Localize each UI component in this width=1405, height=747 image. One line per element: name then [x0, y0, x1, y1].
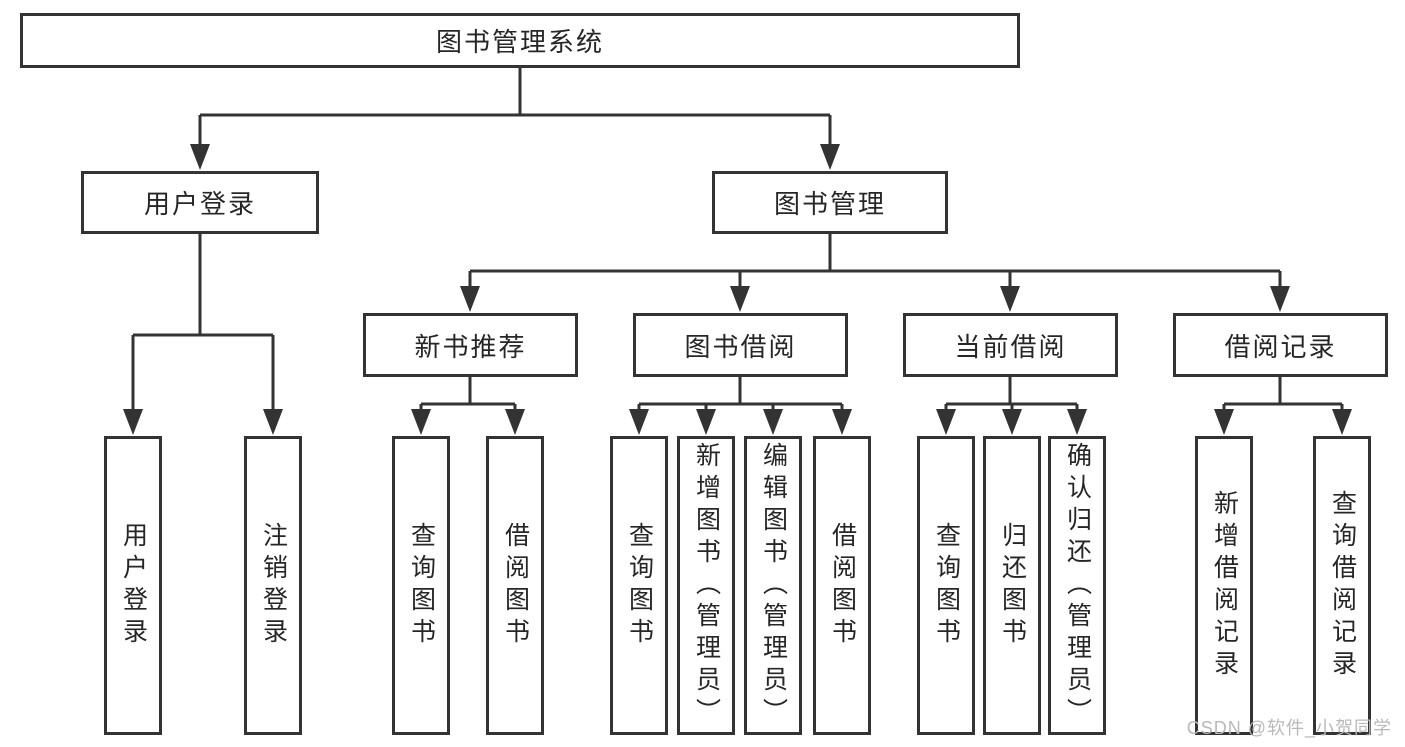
leaf-return-books: 归还图书: [983, 436, 1041, 735]
node-new-book-recommend: 新书推荐: [363, 313, 578, 377]
arrow-down-icon: [123, 409, 143, 435]
leaf-query-books-recommend: 查询图书: [392, 436, 450, 735]
leaf-label: 查询图书: [625, 521, 654, 650]
arrow-down-icon: [1067, 409, 1087, 435]
arrow-down-icon: [263, 409, 283, 435]
node-book-management: 图书管理: [712, 171, 948, 234]
leaf-logout: 注销登录: [244, 436, 302, 735]
leaf-confirm-return-admin: 确认归还（管理员）: [1048, 436, 1106, 735]
leaf-user-login: 用户登录: [104, 436, 162, 735]
leaf-query-borrow-record: 查询借阅记录: [1313, 436, 1371, 735]
arrow-down-icon: [730, 286, 750, 312]
leaf-label: 查询借阅记录: [1328, 489, 1357, 682]
leaf-borrow-books-borrowing: 借阅图书: [813, 436, 871, 735]
csdn-watermark: CSDN @软件_小贺同学: [1186, 718, 1392, 738]
arrow-down-icon: [190, 144, 210, 170]
node-user-login: 用户登录: [81, 171, 319, 234]
leaf-add-books-admin: 新增图书（管理员）: [677, 436, 735, 735]
leaf-label: 查询图书: [932, 521, 961, 650]
leaf-label: 查询图书: [407, 521, 436, 650]
leaf-query-books-borrowing: 查询图书: [610, 436, 668, 735]
arrow-down-icon: [832, 409, 852, 435]
leaf-label: 用户登录: [119, 521, 148, 650]
arrow-down-icon: [1000, 286, 1020, 312]
node-root-system: 图书管理系统: [20, 13, 1020, 68]
node-current-borrowing: 当前借阅: [903, 313, 1118, 377]
leaf-label: 归还图书: [998, 521, 1027, 650]
arrow-down-icon: [460, 286, 480, 312]
leaf-label: 编辑图书（管理员）: [759, 441, 788, 730]
node-book-borrowing: 图书借阅: [633, 313, 848, 377]
leaf-label: 新增图书（管理员）: [692, 441, 721, 730]
arrow-down-icon: [505, 409, 525, 435]
arrow-down-icon: [763, 409, 783, 435]
arrow-down-icon: [1332, 409, 1352, 435]
leaf-label: 确认归还（管理员）: [1063, 441, 1092, 730]
leaf-label: 新增借阅记录: [1210, 489, 1239, 682]
leaf-label: 注销登录: [259, 521, 288, 650]
arrow-down-icon: [629, 409, 649, 435]
leaf-label: 借阅图书: [828, 521, 857, 650]
leaf-label: 借阅图书: [501, 521, 530, 650]
leaf-query-books-current: 查询图书: [917, 436, 975, 735]
arrow-down-icon: [936, 409, 956, 435]
arrow-down-icon: [696, 409, 716, 435]
leaf-edit-books-admin: 编辑图书（管理员）: [744, 436, 802, 735]
arrow-down-icon: [820, 144, 840, 170]
arrow-down-icon: [1002, 409, 1022, 435]
node-borrowing-records: 借阅记录: [1173, 313, 1388, 377]
leaf-add-borrow-record: 新增借阅记录: [1195, 436, 1253, 735]
arrow-down-icon: [411, 409, 431, 435]
leaf-borrow-books-recommend: 借阅图书: [486, 436, 544, 735]
arrow-down-icon: [1270, 286, 1290, 312]
arrow-down-icon: [1214, 409, 1234, 435]
